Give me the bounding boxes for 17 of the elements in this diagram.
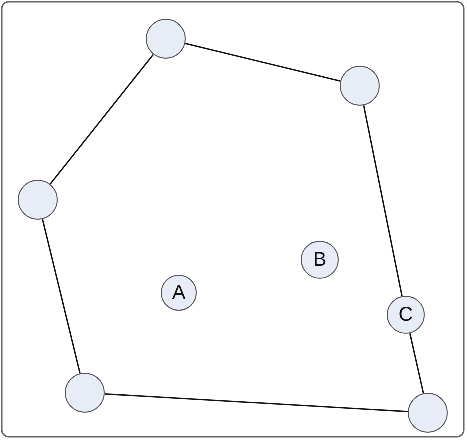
connector-line: [185, 43, 341, 82]
circle-label: C: [398, 304, 414, 326]
connector-line: [104, 393, 408, 413]
label-circle: [161, 275, 197, 311]
label-circle: [387, 296, 425, 334]
connector-line: [42, 219, 81, 374]
vertex-circle: [408, 393, 448, 433]
label-circle: [301, 241, 339, 279]
vertex-circle: [18, 180, 58, 220]
connector-line: [363, 105, 403, 296]
circle-label: B: [313, 248, 327, 272]
vertex-circle: [340, 66, 380, 106]
vertex-circle: [65, 373, 105, 413]
vertex-circle: [146, 19, 186, 59]
connector-line: [409, 333, 424, 394]
circle-label: A: [172, 282, 186, 304]
connector-line: [50, 54, 154, 185]
